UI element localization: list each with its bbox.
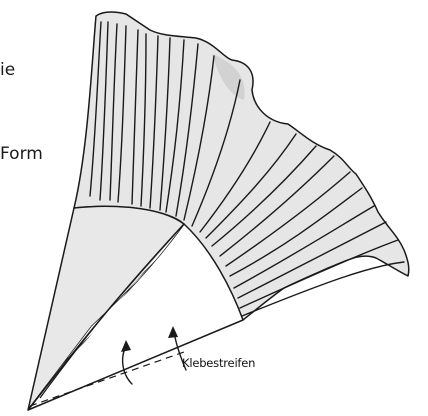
- tape-label: Klebestreifen: [182, 356, 255, 370]
